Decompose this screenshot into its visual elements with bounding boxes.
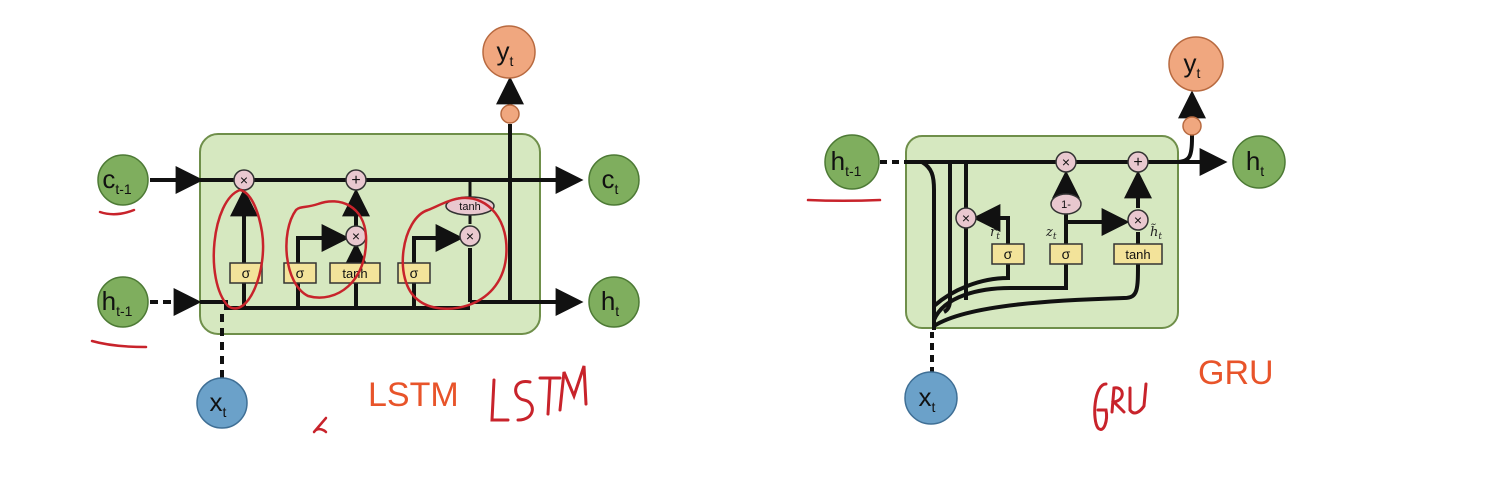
svg-text:×: × (466, 228, 474, 244)
svg-text:ht-1: ht-1 (102, 286, 133, 319)
lstm-caption: LSTM (368, 376, 459, 414)
gru-h-tilde-label: h̃t (1150, 223, 1162, 242)
gru-left-bus-1 (920, 160, 936, 330)
gru-r-label: rt (990, 225, 1000, 242)
lstm-add-op: + (345, 169, 367, 191)
svg-text:tanh: tanh (459, 201, 480, 213)
lstm-h-out-node: ht (588, 276, 640, 328)
gru-caption: GRU (1198, 354, 1274, 392)
lstm-output-path (412, 224, 464, 308)
lstm-candidate-gate: tanh (329, 262, 381, 284)
gru-bottom-fan-3 (932, 261, 1140, 328)
gru-z-label: zt (1045, 225, 1057, 242)
lstm-input-mult-op: × (345, 225, 367, 247)
svg-text:ct-1: ct-1 (102, 164, 132, 197)
svg-text:×: × (240, 172, 248, 188)
lstm-h-prev-node: ht-1 (97, 276, 149, 328)
svg-text:×: × (962, 210, 970, 226)
svg-text:σ: σ (1062, 246, 1071, 262)
gru-candidate-gate: tanh (1113, 243, 1163, 265)
lstm-forget-mult-op: × (233, 169, 255, 191)
gru-r-to-mult (972, 204, 1010, 244)
svg-text:×: × (352, 228, 360, 244)
lstm-output-mult-op: × (459, 225, 481, 247)
gru-candidate-mult-op: × (1127, 209, 1149, 231)
gru-one-minus-op: 1- (1050, 193, 1082, 215)
svg-text:×: × (1062, 154, 1070, 170)
svg-text:σ: σ (1004, 246, 1013, 262)
lstm-diagram: × + × × tanh σ σ tanh (90, 25, 640, 434)
lstm-c-prev-node: ct-1 (97, 154, 149, 206)
gru-cell-box (905, 135, 1179, 329)
gru-add-op: + (1127, 151, 1149, 173)
svg-text:yt: yt (497, 36, 514, 69)
lstm-handwritten-note (490, 365, 588, 422)
gru-reset-mult-op: × (955, 207, 977, 229)
svg-text:σ: σ (242, 265, 251, 281)
lstm-red-annotations (90, 188, 508, 434)
svg-text:yt: yt (1184, 48, 1201, 81)
svg-text:ht: ht (1246, 146, 1264, 179)
gru-handwritten-note (1093, 382, 1148, 431)
gru-diagram: × + 1- × × σ σ tanh (806, 36, 1286, 431)
lstm-cell-box (199, 133, 541, 335)
gru-update-mult-op: × (1055, 151, 1077, 173)
gru-red-underline (806, 198, 882, 202)
svg-text:ht: ht (601, 286, 619, 319)
svg-text:+: + (1133, 154, 1142, 171)
lstm-input-path (296, 224, 350, 308)
gru-update-gate: σ (1049, 243, 1083, 265)
gru-y-node: yt (1168, 36, 1224, 92)
svg-text:xt: xt (210, 387, 227, 420)
gru-h-to-y (1175, 90, 1206, 164)
svg-text:×: × (1134, 212, 1142, 228)
svg-text:1-: 1- (1061, 199, 1071, 211)
svg-text:ct: ct (602, 164, 619, 197)
gru-bottom-fan (932, 260, 1068, 321)
gru-h-out-node: ht (1232, 135, 1286, 189)
lstm-output-dot (500, 104, 520, 124)
svg-text:xt: xt (919, 382, 936, 415)
gru-x-node: xt (904, 371, 958, 425)
gru-bottom-fan-2 (932, 260, 1010, 308)
svg-text:σ: σ (296, 265, 305, 281)
gru-h-prev-node: ht-1 (824, 134, 880, 190)
lstm-x-node: xt (196, 377, 248, 429)
svg-text:+: + (351, 172, 360, 189)
svg-text:σ: σ (410, 265, 419, 281)
svg-text:ht-1: ht-1 (831, 146, 862, 179)
lstm-forget-gate: σ (229, 262, 263, 284)
lstm-c-out-node: ct (588, 154, 640, 206)
lstm-y-node: yt (482, 25, 536, 79)
svg-text:tanh: tanh (1125, 247, 1150, 262)
gru-reset-gate: σ (991, 243, 1025, 265)
gru-output-dot (1182, 116, 1202, 136)
